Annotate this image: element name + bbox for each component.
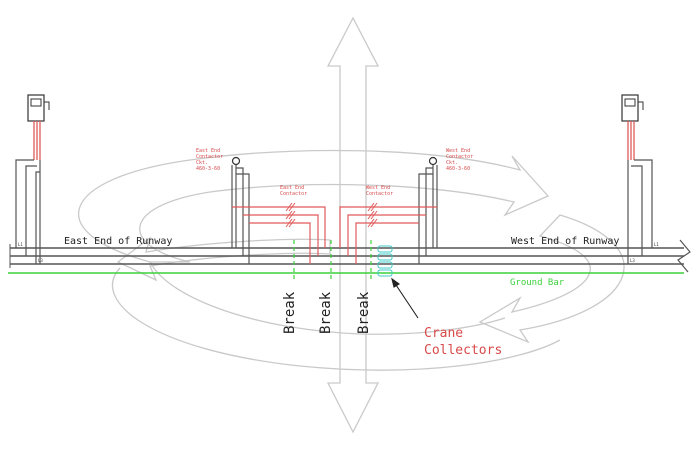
svg-text:460-3-60: 460-3-60 bbox=[196, 166, 220, 172]
svg-text:East End: East End bbox=[196, 148, 220, 154]
rotation-arrow-upper-icon bbox=[77, 149, 550, 263]
rotation-ellipse-inner bbox=[149, 261, 506, 335]
svg-text:L3: L3 bbox=[630, 258, 635, 263]
crane-collectors-label-line1: Crane bbox=[424, 326, 463, 341]
west-contactor-ckt-label: West End Contactor Ckt. 460-3-60 bbox=[446, 148, 473, 172]
east-contactor-circuit bbox=[231, 156, 326, 264]
east-end-runway-label: East End of Runway bbox=[64, 236, 172, 247]
svg-text:Contactor: Contactor bbox=[280, 191, 307, 197]
west-contactor-label: West End Contactor bbox=[366, 185, 393, 197]
east-contactor-ckt-label: East End Contactor Ckt. 460-3-60 bbox=[196, 148, 223, 172]
rotation-ellipse-outer bbox=[111, 267, 561, 371]
svg-text:Contactor: Contactor bbox=[366, 191, 393, 197]
svg-text:Ckt.: Ckt. bbox=[446, 160, 458, 166]
east-disconnect-box-icon bbox=[27, 94, 45, 122]
crane-collectors-label-line2: Collectors bbox=[424, 343, 502, 358]
runway-conductors bbox=[10, 247, 684, 265]
break-label-3: Break bbox=[356, 291, 372, 334]
vertical-double-arrow-icon bbox=[326, 16, 380, 434]
ground-bar-label: Ground Bar bbox=[510, 278, 565, 288]
svg-text:East End: East End bbox=[280, 185, 304, 191]
background-arrows bbox=[77, 16, 625, 434]
east-disconnect: L1 L3 bbox=[15, 94, 50, 264]
rotation-arrow-left-icon bbox=[116, 236, 331, 282]
west-disconnect: L1 L3 bbox=[621, 94, 659, 264]
rotation-arrow-lower-icon bbox=[478, 214, 625, 344]
runway-end-break-icon bbox=[677, 239, 691, 273]
west-contactor-terminal-icon bbox=[428, 156, 438, 166]
east-contactor-terminal-icon bbox=[231, 156, 241, 166]
west-contactor-circuit bbox=[339, 156, 438, 264]
svg-text:Ckt.: Ckt. bbox=[196, 160, 208, 166]
break-label-2: Break bbox=[318, 291, 334, 334]
crane-collectors-icon bbox=[377, 245, 393, 277]
svg-text:L1: L1 bbox=[654, 242, 659, 247]
svg-text:460-3-60: 460-3-60 bbox=[446, 166, 470, 172]
svg-text:West End: West End bbox=[446, 148, 470, 154]
break-markers bbox=[293, 240, 372, 282]
svg-text:L3: L3 bbox=[38, 258, 43, 263]
west-disconnect-box-icon bbox=[621, 94, 639, 122]
collector-pointer-arrow-icon bbox=[391, 277, 419, 319]
east-contactor-label: East End Contactor bbox=[280, 185, 307, 197]
svg-text:Contactor: Contactor bbox=[446, 154, 473, 160]
svg-text:West End: West End bbox=[366, 185, 390, 191]
svg-text:Contactor: Contactor bbox=[196, 154, 223, 160]
svg-text:L1: L1 bbox=[18, 242, 23, 247]
break-label-1: Break bbox=[282, 291, 298, 334]
west-end-runway-label: West End of Runway bbox=[511, 236, 619, 247]
